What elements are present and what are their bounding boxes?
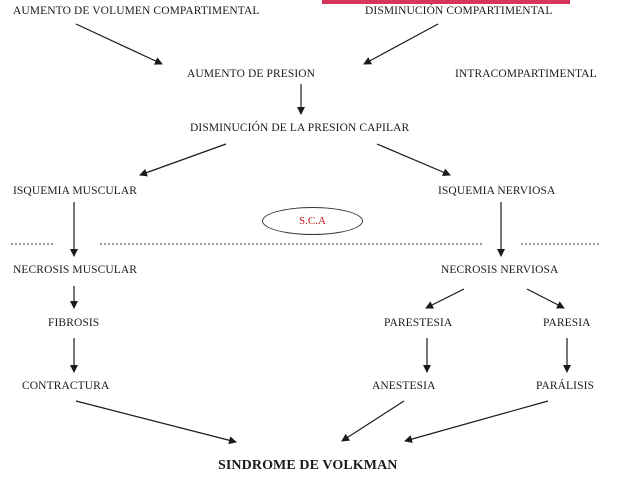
arrow-disminucion-comp-to-presion [363,23,439,65]
arrow-capilar-to-isquemia-muscular [139,143,227,177]
node-necrosis-nerviosa: NECROSIS NERVIOSA [441,264,559,276]
node-anestesia: ANESTESIA [372,380,436,392]
node-contractura: CONTRACTURA [22,380,110,392]
top-accent-bar [322,0,570,4]
node-sindrome-volkman: SINDROME DE VOLKMAN [218,458,398,473]
node-aumento-presion: AUMENTO DE PRESION [187,68,316,80]
arrow-paralisis-to-sindrome [404,400,549,443]
node-necrosis-muscular: NECROSIS MUSCULAR [13,264,138,276]
arrow-anestesia-to-sindrome [341,400,405,442]
arrow-aumento-volumen-to-presion [75,23,163,65]
node-isquemia-nerviosa: ISQUEMIA NERVIOSA [438,185,556,197]
node-isquemia-muscular: ISQUEMIA MUSCULAR [13,185,138,197]
node-paresia: PARESIA [543,317,591,329]
arrow-necrosis-nerviosa-to-parestesia [425,288,465,309]
arrow-contractura-to-sindrome [75,400,237,445]
sca-ellipse: S.C.A [262,207,363,235]
node-paralisis: PARÁLISIS [536,380,594,392]
arrow-capilar-to-isquemia-nerviosa [376,143,451,176]
node-intracompartimental: INTRACOMPARTIMENTAL [455,68,597,80]
arrow-necrosis-nerviosa-to-paresia [526,288,565,309]
node-aumento-volumen: AUMENTO DE VOLUMEN COMPARTIMENTAL [13,5,260,17]
node-fibrosis: FIBROSIS [48,317,100,329]
node-disminucion-presion-capilar: DISMINUCIÓN DE LA PRESION CAPILAR [190,122,410,134]
node-disminucion-compartimental: DISMINUCIÓN COMPARTIMENTAL [365,5,553,17]
sca-label: S.C.A [299,215,326,227]
node-parestesia: PARESTESIA [384,317,453,329]
